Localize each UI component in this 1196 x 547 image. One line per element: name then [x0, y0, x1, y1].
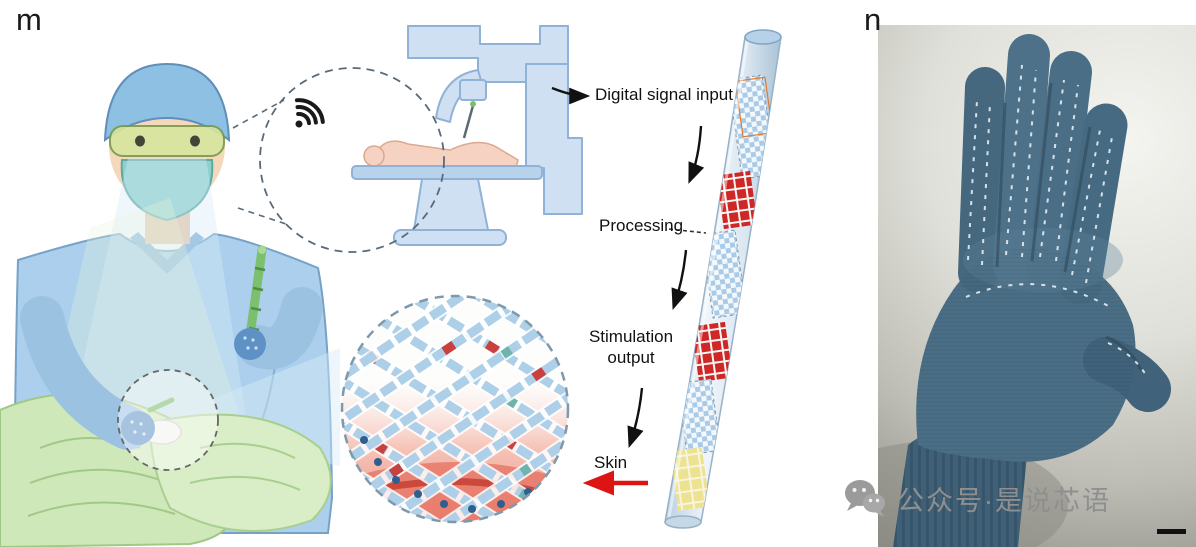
watermark: 公众号·是说芯语: [843, 477, 1111, 519]
fiber-device-illustration: [664, 29, 782, 529]
glove-finger: [993, 34, 1050, 286]
panel-n-label: n: [864, 2, 882, 37]
panel-m-label: m: [16, 2, 42, 37]
fiber-end-dots: [360, 436, 532, 513]
patient-body: [375, 140, 519, 169]
inset-dashed-border: [340, 294, 570, 524]
glove-illustration: [878, 34, 1171, 547]
fiber-top-cap: [744, 29, 782, 45]
stimulation-output-label: Stimulation output: [588, 327, 674, 367]
surgical-mask: [120, 159, 214, 222]
gloved-hand-right: [234, 328, 266, 360]
operating-scene-illustration: [351, 25, 583, 246]
magnifier-inset: [340, 294, 570, 524]
surgeon-illustration: [0, 62, 340, 547]
digital-signal-input-label: Digital signal input: [595, 85, 733, 104]
focus-dashed-circle: [117, 369, 219, 471]
operating-table: [351, 165, 543, 180]
view-beam: [62, 158, 252, 456]
down-arrow-icon: [627, 387, 644, 448]
glove-finger: [958, 67, 1005, 293]
glove-finger: [1027, 51, 1092, 289]
skin-label: Skin: [594, 453, 628, 472]
gloved-hand-left: [121, 411, 155, 445]
processing-label: Processing: [599, 216, 684, 235]
glove-photo: [878, 25, 1196, 547]
watermark-text: 公众号·是说芯语: [897, 485, 1111, 516]
scale-bar: [1157, 529, 1186, 534]
glove-finger: [1058, 103, 1128, 305]
instrument: [462, 101, 476, 139]
wechat-icon: [845, 480, 885, 517]
stitch-lines: [965, 64, 1147, 376]
goggles: [109, 125, 225, 157]
surgical-cap: [103, 62, 231, 143]
